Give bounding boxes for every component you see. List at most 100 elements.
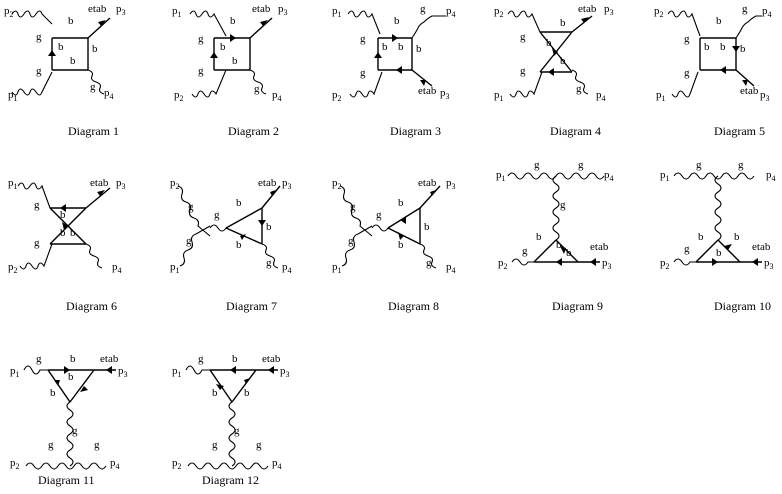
momentum-label: p4 — [446, 261, 456, 275]
momentum-label: p2 — [498, 257, 508, 271]
diagram-caption: Diagram 8 — [388, 299, 439, 313]
momentum-label: p3 — [604, 3, 614, 17]
quark-line — [47, 369, 71, 403]
particle-label: b — [60, 227, 66, 239]
momentum-label: p4 — [110, 457, 120, 471]
gluon-line — [87, 69, 105, 95]
particle-label: g — [36, 65, 42, 77]
momentum-label: p4 — [112, 261, 122, 275]
gluon-line — [341, 225, 373, 267]
arrow-icon — [552, 48, 558, 56]
quark-line — [555, 239, 579, 263]
particle-label: b — [60, 209, 66, 221]
arrow-icon — [400, 216, 406, 224]
arrow-icon — [270, 190, 276, 196]
arrow-icon — [97, 190, 105, 196]
arrow-icon — [60, 204, 66, 212]
momentum-label: p2 — [8, 261, 18, 275]
diagram-caption: Diagram 7 — [226, 299, 277, 313]
quark-line — [231, 369, 257, 403]
arrow-icon — [244, 378, 250, 384]
particle-label: b — [740, 43, 746, 55]
particle-label: b — [232, 353, 238, 365]
momentum-label: p2 — [332, 177, 342, 191]
arrow-icon — [106, 366, 112, 374]
particle-label: g — [36, 353, 42, 365]
momentum-label: p3 — [446, 177, 456, 191]
momentum-label: p2 — [654, 5, 664, 19]
gluon-line — [177, 185, 211, 237]
arrow-icon — [556, 258, 562, 266]
momentum-label: p4 — [446, 5, 456, 19]
particle-label: etab — [258, 177, 277, 189]
gluon-line — [25, 462, 107, 470]
gluon-line — [228, 401, 236, 467]
momentum-label: p4 — [272, 89, 282, 103]
particle-label: g — [198, 33, 204, 45]
particle-label: g — [578, 159, 584, 171]
momentum-label: p2 — [494, 5, 504, 19]
particle-label: g — [522, 245, 528, 257]
arrow-icon — [581, 17, 589, 23]
momentum-label: p1 — [494, 89, 504, 103]
momentum-label: p3 — [602, 257, 612, 271]
particle-label: b — [58, 41, 64, 53]
arrow-icon — [210, 52, 218, 58]
diagram-7: b b b g g g g etab p2 p1 p3 p4 Diagram 7 — [170, 177, 292, 313]
arrow-icon — [230, 34, 236, 42]
arrow-icon — [62, 222, 68, 230]
particle-label: g — [348, 235, 354, 247]
particle-label: b — [68, 371, 74, 383]
particle-label: g — [534, 159, 540, 171]
gluon-line — [19, 243, 53, 270]
gluon-line — [17, 182, 51, 209]
particle-label: etab — [752, 241, 771, 253]
arrow-icon — [752, 258, 758, 266]
particle-label: b — [92, 43, 98, 55]
momentum-label: p4 — [762, 5, 772, 19]
diagram-caption: Diagram 11 — [38, 473, 95, 487]
momentum-label: p2 — [332, 89, 342, 103]
gluon-line — [673, 172, 755, 180]
particle-label: g — [90, 81, 96, 93]
particle-label: b — [698, 231, 704, 243]
particle-label: g — [742, 3, 748, 15]
particle-label: b — [566, 247, 572, 259]
particle-label: g — [186, 235, 192, 247]
particle-label: b — [398, 197, 404, 209]
momentum-label: p1 — [332, 261, 342, 275]
particle-label: etab — [90, 177, 109, 189]
particle-label: g — [350, 201, 356, 213]
particle-label: b — [416, 43, 422, 55]
particle-label: b — [716, 247, 722, 259]
particle-label: b — [394, 15, 400, 27]
diagram-8: b b b g g g g etab p2 p1 p3 p4 Diagram 8 — [332, 177, 456, 313]
particle-label: b — [70, 227, 76, 239]
arrow-icon — [374, 52, 382, 58]
diagram-9: g g g g b b b etab p1 p4 p2 p3 Diagram 9 — [496, 159, 614, 313]
quark-line — [225, 207, 263, 229]
particle-label: b — [266, 221, 272, 233]
particle-label: g — [214, 209, 220, 221]
particle-label: g — [420, 3, 426, 15]
gluon-line — [571, 69, 589, 95]
particle-label: g — [266, 257, 272, 269]
arrow-icon — [258, 220, 266, 226]
diagram-caption: Diagram 10 — [714, 299, 771, 313]
gluon-line — [673, 258, 696, 266]
particle-label: g — [360, 33, 366, 45]
gluon-line — [185, 365, 210, 375]
particle-label: g — [576, 83, 582, 95]
momentum-label: p1 — [172, 5, 182, 19]
particle-label: g — [34, 237, 40, 249]
particle-label: etab — [418, 177, 437, 189]
arrow-icon — [548, 68, 554, 76]
diagram-caption: Diagram 3 — [390, 124, 441, 138]
diagram-caption: Diagram 1 — [68, 124, 119, 138]
momentum-label: p3 — [116, 3, 126, 17]
arrow-icon — [64, 366, 70, 374]
momentum-label: p2 — [172, 457, 182, 471]
arrow-icon — [392, 34, 398, 42]
particle-label: g — [34, 199, 40, 211]
arrow-icon — [230, 366, 236, 374]
